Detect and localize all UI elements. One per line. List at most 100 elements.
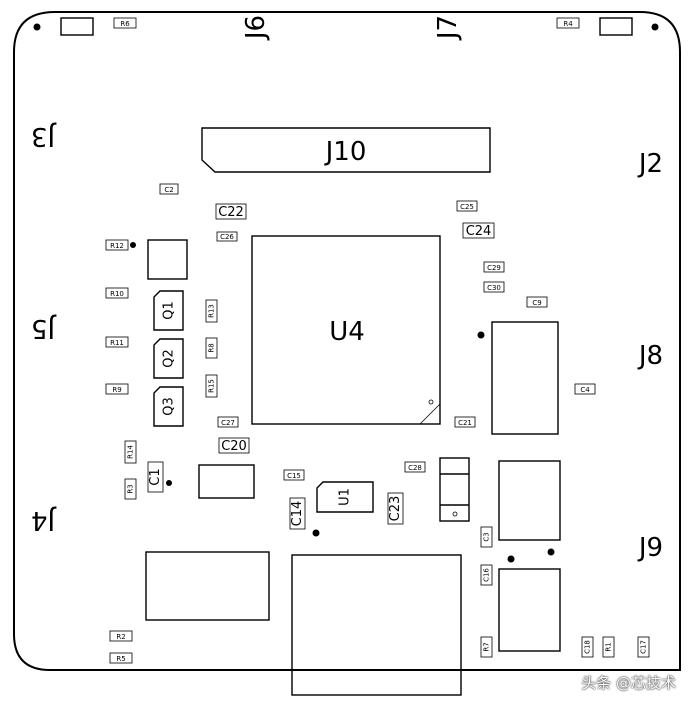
r8-resistor: R8 bbox=[205, 337, 218, 359]
c25-capacitor: C25 bbox=[456, 200, 478, 212]
svg-text:U1: U1 bbox=[338, 488, 353, 506]
pin1-dot bbox=[166, 480, 172, 486]
mounting-dot bbox=[651, 23, 659, 31]
u1-chip: U1 bbox=[316, 481, 374, 513]
c30-capacitor: C30 bbox=[483, 281, 505, 293]
svg-text:C9: C9 bbox=[532, 299, 541, 307]
svg-text:C3: C3 bbox=[483, 532, 491, 541]
c4-capacitor: C4 bbox=[574, 383, 596, 395]
svg-text:R6: R6 bbox=[120, 20, 130, 28]
r12-resistor: R12 bbox=[105, 239, 129, 251]
r2-resistor: R2 bbox=[109, 630, 133, 642]
c29-capacitor: C29 bbox=[483, 261, 505, 273]
j4-label: J4 bbox=[31, 505, 57, 535]
c18-capacitor: C18 bbox=[581, 636, 594, 658]
c17-capacitor: C17 bbox=[637, 636, 650, 658]
svg-text:R4: R4 bbox=[563, 20, 573, 28]
pin1-dot bbox=[507, 555, 515, 563]
svg-text:C17: C17 bbox=[640, 640, 648, 654]
tall-component bbox=[491, 321, 559, 435]
c15-capacitor: C15 bbox=[283, 469, 305, 481]
svg-text:R3: R3 bbox=[127, 484, 135, 493]
mounting-dot bbox=[33, 23, 41, 31]
svg-text:R8: R8 bbox=[208, 343, 216, 352]
svg-text:C1: C1 bbox=[148, 468, 163, 485]
bottom-connector bbox=[291, 554, 462, 696]
svg-text:R14: R14 bbox=[127, 445, 135, 459]
svg-text:R9: R9 bbox=[112, 386, 121, 394]
svg-text:R15: R15 bbox=[208, 379, 216, 393]
r11-resistor: R11 bbox=[105, 336, 129, 348]
r3-resistor: R3 bbox=[124, 478, 137, 500]
diode bbox=[439, 457, 470, 522]
c20-capacitor: C20 bbox=[218, 437, 250, 454]
u4-label: U4 bbox=[329, 317, 365, 347]
c1-capacitor: C1 bbox=[147, 461, 164, 493]
j5-label: J5 bbox=[31, 313, 57, 343]
j9-label: J9 bbox=[637, 533, 663, 563]
svg-text:C27: C27 bbox=[221, 419, 235, 427]
q1-transistor: Q1 bbox=[153, 290, 184, 331]
c14-capacitor: C14 bbox=[289, 497, 306, 530]
r7-resistor: R7 bbox=[480, 636, 493, 658]
r13-resistor: R13 bbox=[205, 299, 218, 323]
q2-transistor: Q2 bbox=[153, 338, 184, 379]
r10-resistor: R10 bbox=[105, 287, 129, 299]
u4-chip bbox=[251, 235, 441, 425]
j8-label: J8 bbox=[637, 341, 663, 371]
r6-resistor: R6 bbox=[113, 17, 137, 29]
svg-text:R12: R12 bbox=[110, 242, 124, 250]
r14-resistor: R14 bbox=[124, 440, 137, 464]
svg-text:C4: C4 bbox=[580, 386, 590, 394]
c22-capacitor: C22 bbox=[215, 203, 247, 220]
right-bottom-component bbox=[498, 568, 561, 652]
svg-text:C15: C15 bbox=[287, 472, 301, 480]
svg-text:C23: C23 bbox=[388, 496, 403, 522]
j10-connector bbox=[201, 127, 491, 173]
c27-capacitor: C27 bbox=[217, 416, 239, 428]
svg-text:R5: R5 bbox=[116, 655, 125, 663]
svg-text:R1: R1 bbox=[605, 642, 613, 651]
c23-capacitor: C23 bbox=[387, 492, 404, 525]
left-bottom-component bbox=[145, 551, 270, 621]
svg-text:Q3: Q3 bbox=[162, 397, 177, 416]
r15-resistor: R15 bbox=[205, 374, 218, 398]
svg-text:R13: R13 bbox=[208, 304, 216, 318]
svg-text:C21: C21 bbox=[458, 419, 472, 427]
c28-capacitor: C28 bbox=[404, 461, 426, 473]
pin1-dot bbox=[477, 331, 485, 339]
svg-text:Q2: Q2 bbox=[162, 349, 177, 368]
j10-label: J10 bbox=[324, 137, 367, 167]
c9-capacitor: C9 bbox=[526, 296, 548, 308]
r5-resistor: R5 bbox=[109, 652, 133, 664]
q3-transistor: Q3 bbox=[153, 386, 184, 427]
pad bbox=[60, 17, 94, 36]
svg-text:C26: C26 bbox=[220, 233, 234, 241]
svg-text:C2: C2 bbox=[164, 186, 173, 194]
svg-text:C22: C22 bbox=[218, 205, 244, 220]
board-outline bbox=[13, 11, 681, 671]
watermark: 头条 @芯技术 bbox=[581, 674, 676, 692]
svg-text:R2: R2 bbox=[116, 633, 125, 641]
c2-capacitor: C2 bbox=[159, 183, 179, 195]
svg-text:C24: C24 bbox=[466, 224, 492, 239]
c26-capacitor: C26 bbox=[216, 231, 238, 242]
j3-label: J3 bbox=[31, 121, 57, 151]
j7-label: J7 bbox=[433, 15, 463, 41]
j2-label: J2 bbox=[637, 149, 663, 179]
u4-pin1-dot bbox=[428, 399, 434, 405]
svg-text:Q1: Q1 bbox=[162, 301, 177, 320]
c21-capacitor: C21 bbox=[454, 416, 476, 428]
c24-capacitor: C24 bbox=[462, 222, 495, 239]
svg-text:C18: C18 bbox=[584, 640, 592, 654]
svg-text:C29: C29 bbox=[487, 264, 501, 272]
svg-text:R11: R11 bbox=[110, 339, 124, 347]
inductor bbox=[198, 464, 255, 499]
svg-text:C16: C16 bbox=[483, 568, 491, 582]
right-component bbox=[498, 460, 561, 541]
pin1-dot bbox=[130, 242, 136, 248]
pad bbox=[599, 17, 633, 36]
pin1-dot bbox=[312, 529, 320, 537]
svg-text:R7: R7 bbox=[483, 642, 491, 651]
u4-pin1-marker bbox=[419, 403, 441, 425]
